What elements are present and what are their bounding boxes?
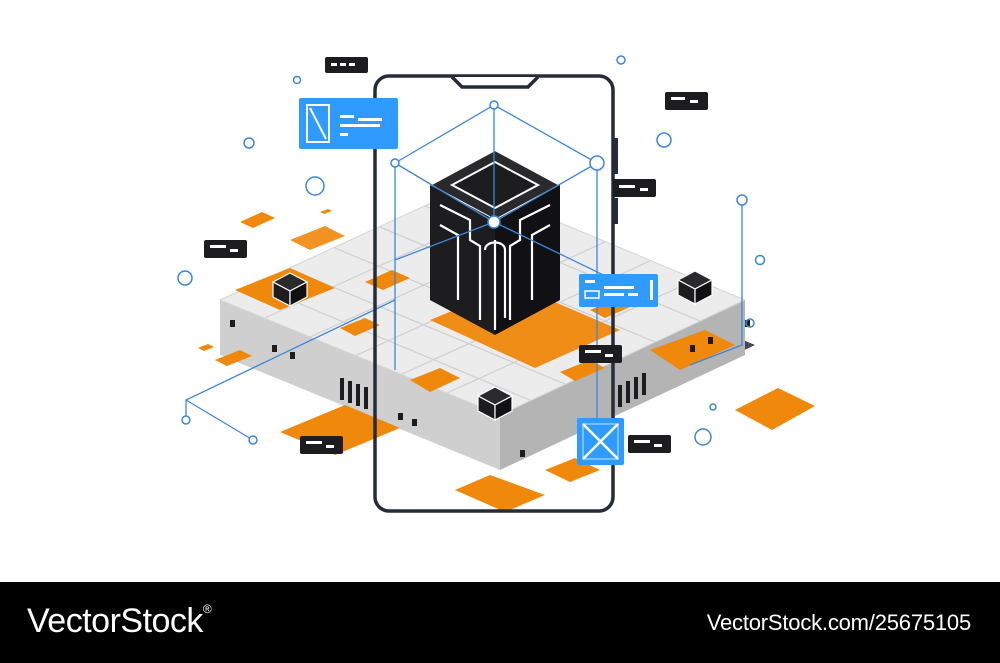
small-cube-left [271,272,309,307]
blue-card-top-left [299,98,398,149]
registered-mark: ® [202,602,212,616]
watermark-footer: VectorStock® VectorStock.com/25675105 [0,582,1000,663]
dark-chat-bubbles [204,57,708,454]
small-cube-right [676,270,714,305]
image-id-text: VectorStock.com/25675105 [706,610,971,635]
blue-x-square [577,418,624,465]
wireframe-nodes [181,100,748,445]
blue-card-right [579,274,658,307]
brand-name: VectorStock [27,602,203,640]
platform-vents [230,320,750,457]
isometric-smartphone-illustration [177,55,815,513]
small-cube-front [476,386,514,421]
vectorstock-logo: VectorStock® [27,602,212,641]
decorative-circles [177,55,766,446]
central-chip-cube [427,148,563,335]
